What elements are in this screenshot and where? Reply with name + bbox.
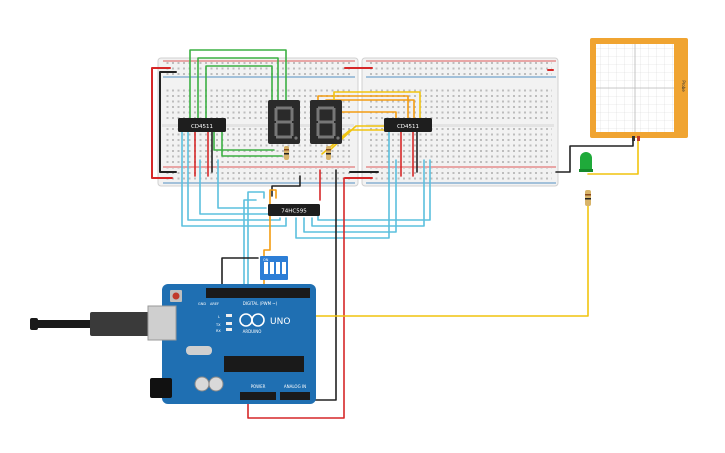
wire-green[interactable] — [213, 129, 275, 151]
resistor[interactable] — [326, 146, 331, 160]
wire-red[interactable] — [151, 67, 173, 179]
seven-segment-display-1[interactable] — [268, 100, 300, 144]
wire-blue[interactable] — [303, 159, 397, 233]
wire-green[interactable] — [205, 65, 273, 121]
wire-blue[interactable] — [311, 159, 425, 227]
chip-label: CD4511 — [397, 124, 419, 130]
aref-label: AREF — [210, 302, 219, 306]
power-jack-icon — [150, 378, 172, 398]
wire-yellow[interactable] — [587, 139, 639, 175]
chip-label: 74HC595 — [281, 209, 307, 215]
capacitor-icon — [194, 376, 210, 392]
usb-cable-icon — [90, 312, 150, 336]
rx-label: RX — [216, 329, 221, 333]
wire-red[interactable] — [247, 177, 345, 419]
wire-blue[interactable] — [217, 159, 267, 209]
wire-blue[interactable] — [295, 131, 390, 239]
wire-blue[interactable] — [317, 159, 431, 221]
wire-green[interactable] — [221, 129, 283, 157]
arduino-uno-board[interactable]: DIGITAL (PWM ~) AREF GND L TX RX UNO ARD… — [30, 284, 316, 404]
chip-label: CD4511 — [191, 124, 213, 130]
wire-yellow[interactable] — [321, 129, 391, 155]
dip-switch[interactable]: ON — [260, 256, 288, 280]
seven-segment-display-2[interactable] — [310, 100, 342, 144]
power-header[interactable] — [240, 392, 276, 400]
wire-black[interactable] — [221, 257, 259, 291]
arduino-logo-icon — [239, 313, 265, 327]
crystal-icon — [186, 346, 212, 355]
power-label: POWER — [251, 384, 266, 389]
wire-green[interactable] — [189, 49, 287, 121]
microcontroller-chip — [224, 356, 304, 372]
wire-blue[interactable] — [247, 191, 265, 296]
oscilloscope[interactable]: Probe — [590, 38, 688, 141]
wire-yellow[interactable] — [283, 205, 589, 317]
shift-register-chip[interactable]: 74HC595 — [268, 204, 320, 216]
dip-switch-label: ON — [263, 258, 269, 262]
resistor[interactable] — [284, 146, 289, 160]
wire-yellow[interactable] — [333, 91, 421, 119]
wire-blue[interactable] — [187, 131, 281, 221]
l-label: L — [218, 315, 220, 319]
probe-label: Probe — [681, 80, 686, 92]
arduino-brand-label: ARDUINO — [243, 329, 262, 334]
wire-black[interactable] — [555, 139, 634, 173]
resistor[interactable] — [585, 190, 591, 206]
wire-blue[interactable] — [181, 131, 287, 227]
digital-header[interactable] — [206, 288, 310, 298]
uno-label: UNO — [270, 317, 290, 327]
wire-orange[interactable] — [337, 111, 397, 119]
wire-black[interactable] — [159, 71, 177, 173]
wire-black[interactable] — [271, 175, 301, 197]
gnd-label: GND — [198, 302, 206, 306]
capacitor-icon — [208, 376, 224, 392]
left-decoder-chip[interactable]: CD4511 — [178, 118, 226, 132]
digital-header-label: DIGITAL (PWM ~) — [243, 301, 278, 306]
green-led[interactable] — [579, 152, 593, 172]
wire-blue[interactable] — [243, 199, 257, 296]
analog-label: ANALOG IN — [284, 384, 306, 389]
analog-header[interactable] — [280, 392, 310, 400]
tx-label: TX — [215, 323, 221, 327]
right-decoder-chip[interactable]: CD4511 — [384, 118, 432, 132]
wire-green[interactable] — [197, 57, 279, 121]
